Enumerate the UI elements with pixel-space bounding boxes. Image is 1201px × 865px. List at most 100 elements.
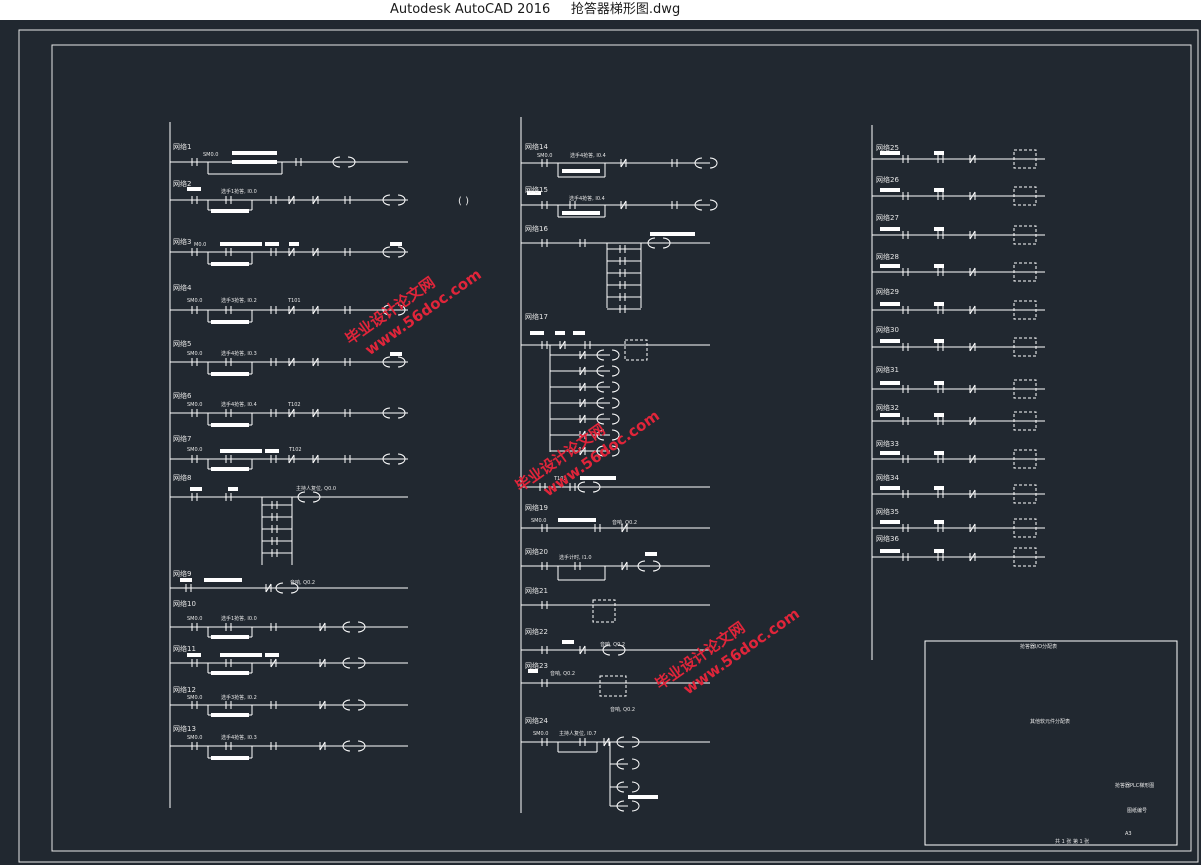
contact — [312, 408, 319, 418]
label-block — [232, 160, 277, 164]
network-label: 网络30 — [876, 325, 899, 334]
label-block — [934, 302, 944, 306]
io-table-title: 抢答器I/O分配表 — [1020, 643, 1057, 650]
coil — [382, 407, 406, 419]
contact — [969, 154, 976, 164]
label-block — [880, 188, 900, 192]
ladder-diagram[interactable]: 网络1 网络2 网络3 网络4 网络5 网络6 网络7 网络8 网络9 网络10… — [0, 20, 1201, 865]
coil — [596, 349, 620, 361]
coil — [275, 582, 299, 594]
coil — [616, 781, 640, 793]
label-block — [204, 578, 242, 582]
contact — [969, 489, 976, 499]
contact — [969, 230, 976, 240]
network-label: 网络2 — [173, 179, 191, 188]
coil — [332, 156, 356, 168]
outer-frame — [18, 29, 1199, 863]
contact — [969, 305, 976, 315]
coil — [382, 304, 406, 316]
app-name: Autodesk AutoCAD 2016 — [390, 2, 551, 17]
drawing-canvas[interactable]: 网络1 网络2 网络3 网络4 网络5 网络6 网络7 网络8 网络9 网络10… — [0, 20, 1201, 865]
network-label: 网络20 — [525, 547, 548, 556]
drawing-title: 抢答器PLC梯形图 — [1115, 782, 1154, 789]
function-box — [592, 599, 616, 623]
label-block — [187, 187, 201, 191]
contact — [312, 357, 319, 367]
contact-label: T101 — [553, 476, 567, 482]
label-block — [562, 640, 574, 644]
network-label: 网络9 — [173, 569, 191, 578]
label-block — [211, 209, 249, 213]
contact-label: 选手4抢答, I0.4 — [221, 401, 257, 408]
function-box — [1013, 186, 1037, 206]
coil — [647, 237, 671, 249]
watermark-1: 毕业设计论文网 www.56doc.com — [342, 265, 485, 359]
network-label: 网络8 — [173, 473, 191, 482]
window-title: Autodesk AutoCAD 2016 抢答器梯形图.dwg — [390, 0, 680, 20]
network-label: 网络24 — [525, 716, 548, 725]
contact — [579, 446, 586, 456]
label-block — [190, 487, 202, 491]
function-box — [1013, 149, 1037, 169]
label-block — [880, 264, 900, 268]
label-block — [580, 476, 616, 480]
mem-table-title: 其他软元件分配表 — [1030, 718, 1070, 725]
coil — [342, 699, 366, 711]
label-block — [220, 449, 262, 453]
coil — [616, 800, 640, 812]
label-block — [934, 413, 944, 417]
contact-label: SM0.0 — [187, 447, 202, 453]
contact — [312, 247, 319, 257]
coil — [596, 365, 620, 377]
contact-label: SM0.0 — [187, 351, 202, 357]
contact — [559, 340, 566, 350]
function-box — [599, 675, 627, 697]
coil — [382, 194, 406, 206]
label-block — [934, 227, 944, 231]
label-block — [265, 449, 279, 453]
contact-label: 音响, Q0.2 — [290, 579, 315, 586]
contact — [579, 350, 586, 360]
drawing-number: 图纸编号 — [1127, 807, 1147, 814]
contact-label: SM0.0 — [533, 731, 548, 737]
paper-size: A3 — [1125, 831, 1132, 837]
label-block — [934, 486, 944, 490]
label-block — [390, 242, 402, 246]
label-block — [265, 242, 279, 246]
network-label: 网络35 — [876, 507, 899, 516]
contact — [620, 158, 627, 168]
network-label: 网络21 — [525, 586, 548, 595]
file-name: 抢答器梯形图.dwg — [570, 2, 681, 17]
contact-label: 选手1抢答, I0.0 — [221, 615, 257, 622]
label-block — [880, 339, 900, 343]
network-label: 网络22 — [525, 627, 548, 636]
coil — [596, 397, 620, 409]
contact — [288, 454, 295, 464]
label-block — [562, 169, 600, 173]
network-label: 网络3 — [173, 237, 191, 246]
contact-label: M0.0 — [194, 242, 206, 248]
label-block — [650, 232, 695, 236]
function-box — [1013, 484, 1037, 504]
contact-label: 选手4抢答, I0.3 — [221, 734, 257, 741]
network-label: 网络1 — [173, 142, 191, 151]
contact — [969, 384, 976, 394]
coil — [596, 429, 620, 441]
contact — [579, 366, 586, 376]
label-block — [934, 520, 944, 524]
contact — [265, 583, 272, 593]
label-block — [880, 227, 900, 231]
label-block — [628, 795, 658, 799]
function-box — [1013, 449, 1037, 469]
contact-label: 音响, Q0.2 — [600, 641, 625, 648]
function-box — [1013, 337, 1037, 357]
label-block — [880, 451, 900, 455]
coil — [342, 740, 366, 752]
contact — [319, 741, 326, 751]
label-block — [934, 451, 944, 455]
label-block — [880, 549, 900, 553]
contact-label: 音响, Q0.2 — [612, 519, 637, 526]
contact-label: 主持人复位, Q0.0 — [296, 485, 336, 492]
label-block — [934, 549, 944, 553]
contact — [579, 398, 586, 408]
